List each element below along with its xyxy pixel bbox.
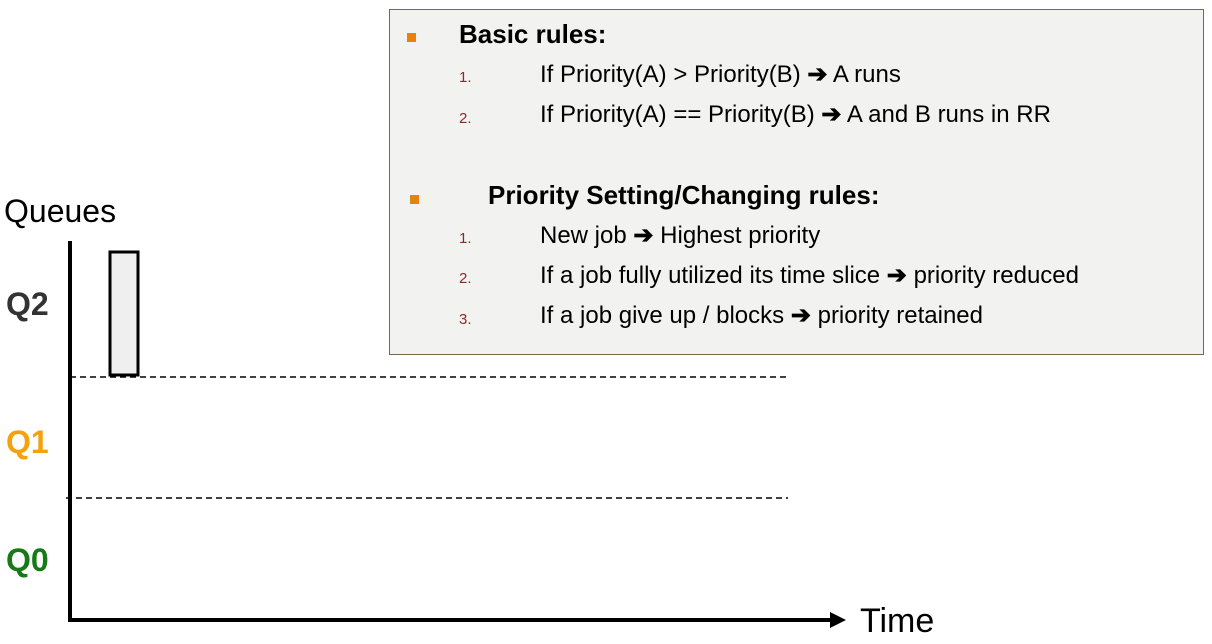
square-bullet-icon: [410, 195, 419, 204]
item-number: 3.: [459, 311, 472, 328]
item-number: 1.: [459, 69, 472, 86]
job-block: [108, 250, 140, 377]
rule-item: New job ➔ Highest priority: [540, 222, 821, 249]
item-number: 2.: [459, 270, 472, 287]
queue-label-q0: Q0: [6, 542, 49, 578]
time-axis-title: Time: [860, 602, 935, 640]
section-heading-priority-rules: Priority Setting/Changing rules:: [488, 180, 880, 210]
queue-label-q2: Q2: [6, 286, 49, 322]
item-number: 1.: [459, 230, 472, 247]
arrow-right-icon: ➔: [790, 302, 811, 329]
item-number: 2.: [459, 110, 472, 127]
arrow-right-icon: ➔: [886, 262, 907, 289]
arrow-right-icon: ➔: [807, 61, 828, 88]
time-axis-arrowhead: [830, 612, 846, 628]
rules-box: Basic rules: 1. If Priority(A) > Priorit…: [389, 9, 1204, 355]
rule-item: If a job fully utilized its time slice ➔…: [540, 262, 1079, 289]
rule-item: If a job give up / blocks ➔ priority ret…: [540, 302, 984, 329]
queue-label-q1: Q1: [6, 424, 49, 460]
queues-axis-title: Queues: [4, 193, 117, 229]
square-bullet-icon: [407, 33, 416, 42]
arrow-right-icon: ➔: [633, 222, 654, 249]
section-heading-basic-rules: Basic rules:: [459, 19, 607, 49]
rule-item: If Priority(A) > Priority(B) ➔ A runs: [540, 61, 901, 88]
arrow-right-icon: ➔: [821, 101, 842, 128]
rule-item: If Priority(A) == Priority(B) ➔ A and B …: [540, 101, 1051, 128]
